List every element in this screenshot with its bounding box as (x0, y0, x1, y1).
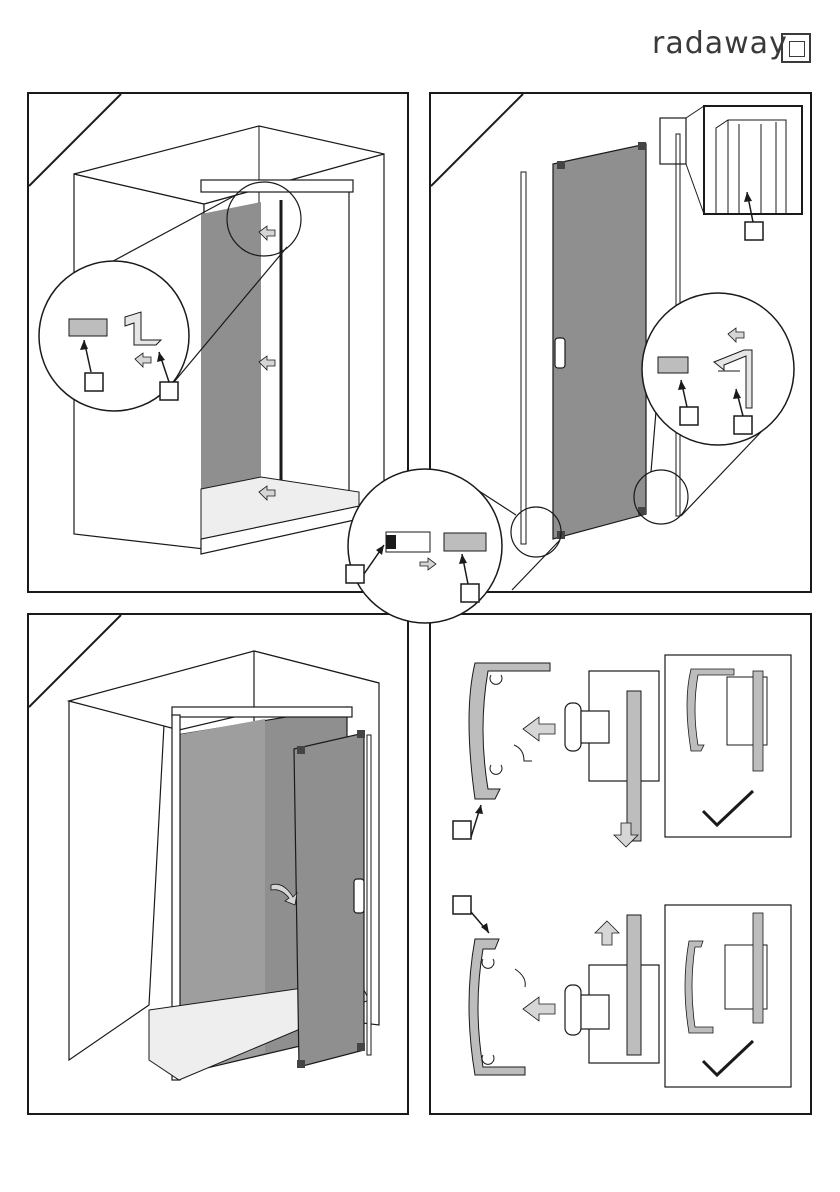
zoom-line (512, 540, 560, 590)
glass-edge-detail (444, 533, 486, 551)
callout-box (461, 584, 479, 602)
zoom-origin-circle (511, 507, 561, 557)
magnet-strip (386, 535, 396, 549)
callout-box (346, 565, 364, 583)
